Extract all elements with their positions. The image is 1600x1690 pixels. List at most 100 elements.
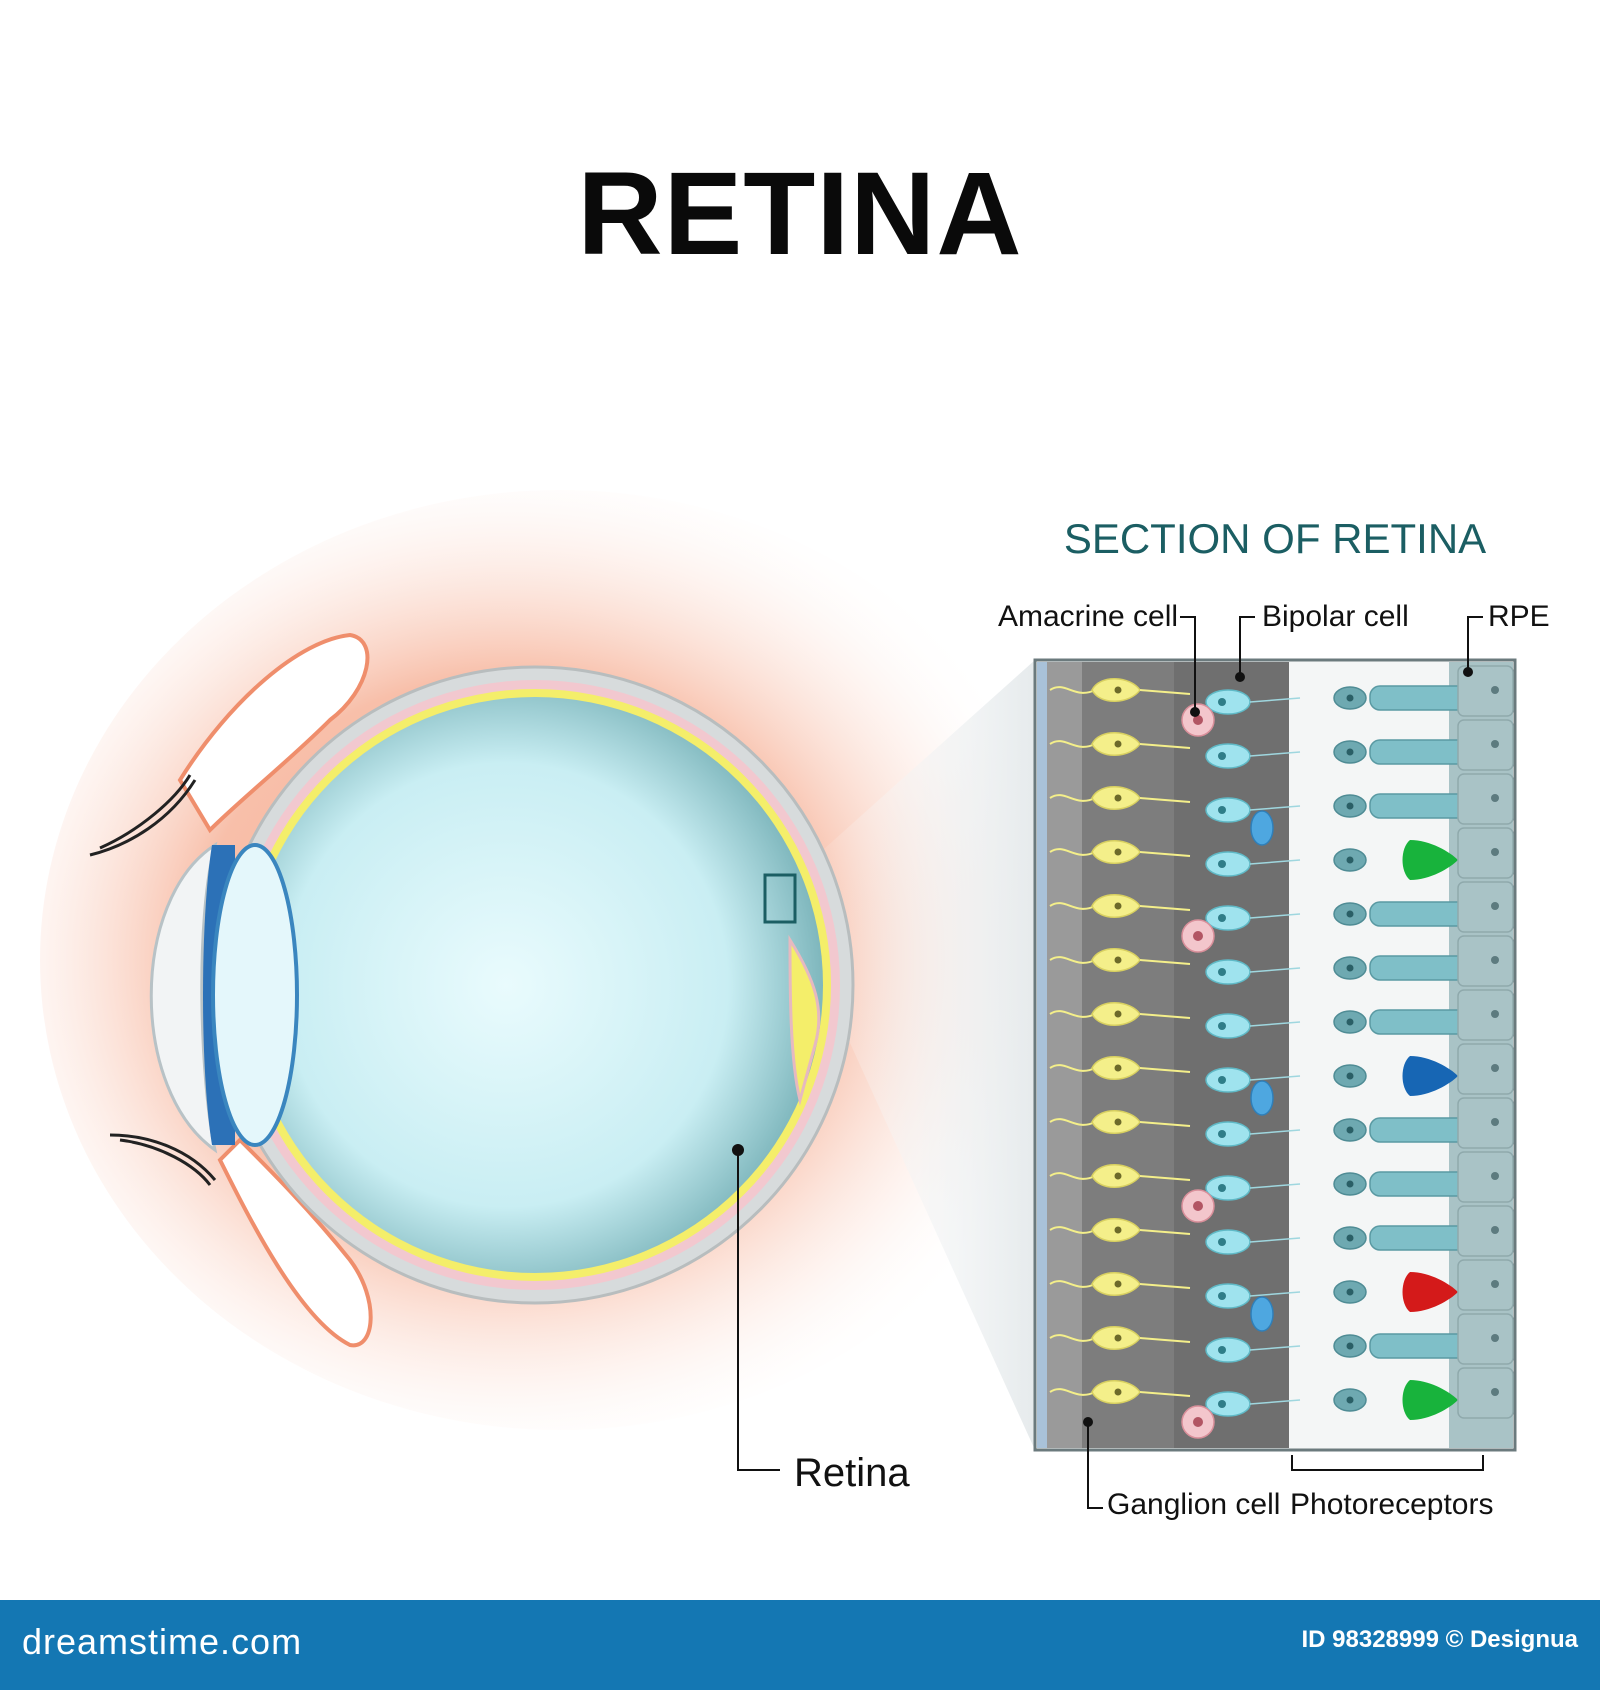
ganglion-dendrite [1139,797,1191,803]
bipolar-dendrite [1249,1075,1301,1081]
zoom-box [763,873,797,924]
ganglion-dendrite [1139,1067,1191,1073]
bipolar-nucleus [1218,968,1226,976]
cone-cell [1402,1056,1458,1096]
rpe-cell [1457,1313,1514,1365]
rpe-cell [1457,827,1514,879]
bipolar-cell [1205,1283,1251,1309]
rpe-cell [1457,773,1514,825]
bipolar-nucleus [1218,1400,1226,1408]
ganglion-nucleus [1114,686,1122,694]
ganglion-dendrite [1139,1337,1191,1343]
photoreceptors-label: Photoreceptors [1290,1488,1494,1521]
horizontal-cell [1250,1296,1274,1332]
photoreceptor-nucleus [1346,1342,1354,1350]
amacrine-pointer-dot [1190,707,1200,717]
cell-rows [1049,665,1514,1439]
photoreceptor-nucleus [1346,748,1354,756]
bipolar-nucleus [1218,698,1226,706]
bipolar-cell [1205,689,1251,715]
rpe-nucleus [1491,1334,1499,1342]
rpe-leader-line [1467,616,1483,670]
rpe-pointer-dot [1463,667,1473,677]
bipolar-dendrite [1249,967,1301,973]
retina-pointer-line [737,1150,780,1471]
ganglion-nucleus [1114,794,1122,802]
axon-fiber [1049,740,1096,748]
bipolar-cell [1205,1013,1251,1039]
bipolar-cell [1205,905,1251,931]
rpe-nucleus [1491,1118,1499,1126]
retina-label: Retina [794,1451,910,1495]
bipolar-layer [1174,662,1289,1448]
photoreceptor-bracket [1291,1455,1484,1471]
section-title: SECTION OF RETINA [1063,515,1487,562]
ganglion-nucleus [1114,1388,1122,1396]
ganglion-dendrite [1139,1391,1191,1397]
rpe-nucleus [1491,902,1499,910]
bipolar-cell [1205,959,1251,985]
horizontal-cell [1250,810,1274,846]
bipolar-dendrite [1249,1399,1301,1405]
ganglion-nucleus [1114,740,1122,748]
lens [211,843,299,1147]
ganglion-dendrite [1139,1229,1191,1235]
ganglion-leader-line [1087,1425,1103,1509]
amacrine-nucleus [1193,931,1203,941]
rpe-cell [1457,989,1514,1041]
bipolar-cell [1205,1067,1251,1093]
ganglion-nucleus [1114,1010,1122,1018]
rpe-label: RPE [1488,600,1550,633]
rpe-nucleus [1491,740,1499,748]
upper-eyelid [177,632,370,834]
ganglion-pointer-dot [1083,1417,1093,1427]
bipolar-cell [1205,743,1251,769]
bipolar-dendrite [1249,805,1301,811]
bipolar-nucleus [1218,914,1226,922]
bipolar-cell [1205,851,1251,877]
axon-fiber [1049,1334,1096,1342]
rpe-cell [1457,1205,1514,1257]
photoreceptor-nucleus [1346,910,1354,918]
page-title: RETINA [577,148,1023,280]
rpe-nucleus [1491,1172,1499,1180]
ganglion-nucleus [1114,1226,1122,1234]
axon-fiber [1049,794,1096,802]
bipolar-cell [1205,1391,1251,1417]
ganglion-dendrite [1139,743,1191,749]
bipolar-nucleus [1218,1184,1226,1192]
retina-diagram [40,490,1517,1509]
rpe-nucleus [1491,686,1499,694]
axon-fiber [1049,1064,1096,1072]
photoreceptor-nucleus [1346,856,1354,864]
cone-cell [1402,1380,1458,1420]
axon-fiber [1049,1226,1096,1234]
axon-fiber [1049,686,1096,694]
bipolar-cell [1205,1121,1251,1147]
axon-fiber [1049,902,1096,910]
upper-eyelash-icon [89,774,197,857]
bipolar-nucleus [1218,1022,1226,1030]
cornea [149,841,218,1154]
rpe-cell [1457,935,1514,987]
photoreceptor-nucleus [1346,1180,1354,1188]
bipolar-cell [1205,1175,1251,1201]
ganglion-nucleus [1114,1172,1122,1180]
photoreceptor-nucleus [1346,1396,1354,1404]
bipolar-dendrite [1249,1183,1301,1189]
bipolar-nucleus [1218,1238,1226,1246]
ganglion-dendrite [1139,1283,1191,1289]
inner-limiting-membrane [1037,662,1047,1448]
axon-fiber [1049,1280,1096,1288]
amacrine-nucleus [1193,1417,1203,1427]
bipolar-nucleus [1218,860,1226,868]
rpe-cell [1457,881,1514,933]
photoreceptor-nucleus [1346,1018,1354,1026]
bipolar-dendrite [1249,1237,1301,1243]
ganglion-dendrite [1139,1175,1191,1181]
photoreceptor-nucleus [1346,1072,1354,1080]
axon-fiber [1049,848,1096,856]
bipolar-pointer-dot [1235,672,1245,682]
optic-disc [788,934,821,1106]
ganglion-nucleus [1114,1280,1122,1288]
